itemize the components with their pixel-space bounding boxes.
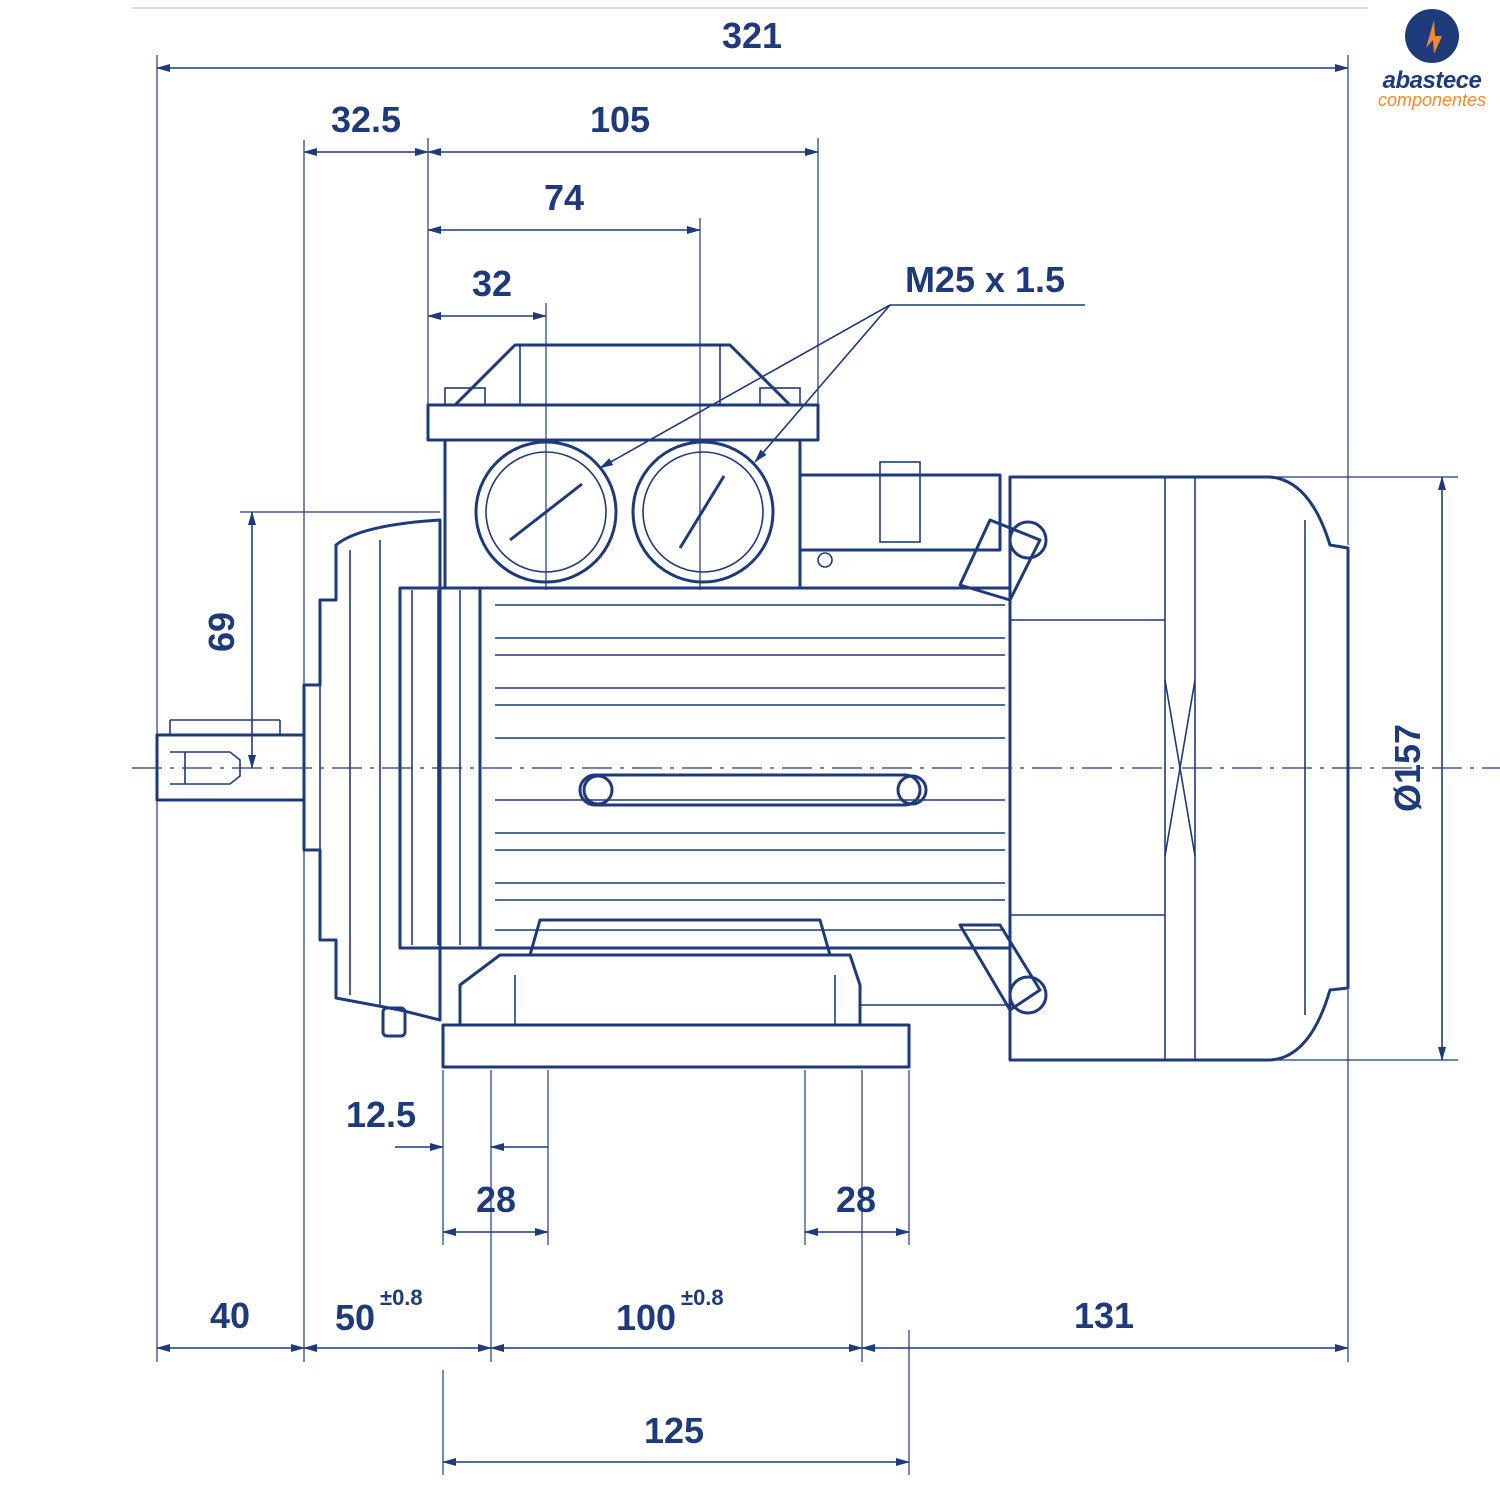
dim-box-length: 105 [590, 99, 650, 140]
front-end-shield [302, 518, 482, 1038]
dim-foot-left: 28 [476, 1179, 516, 1220]
dim-shoulder-tolerance: ±0.8 [380, 1285, 423, 1310]
terminal-box [426, 343, 1002, 590]
dim-foot-right: 28 [836, 1179, 876, 1220]
logo-subtitle: componentes [1377, 90, 1487, 110]
dimension-labels: 321 32.5 105 74 32 M25 x 1.5 69 Ø157 12.… [201, 15, 1428, 1451]
motor-feet [441, 918, 1010, 1069]
dim-gland-offset: 32 [472, 263, 512, 304]
motor-body [155, 343, 1350, 1069]
lightning-bolt-icon [1405, 9, 1459, 63]
dim-shaft-length: 40 [210, 1295, 250, 1336]
company-logo: abastece componentes [1368, 8, 1496, 112]
dim-shaft-to-box: 32.5 [331, 99, 401, 140]
dim-shoulder-to-hole: 50 [335, 1297, 375, 1338]
eye-bolts [958, 518, 1048, 1015]
extension-lines [156, 55, 1458, 1475]
dim-rear-length: 131 [1074, 1295, 1134, 1336]
dim-diameter: Ø157 [1387, 724, 1428, 812]
dim-hole-tolerance: ±0.8 [681, 1285, 724, 1310]
dim-thread: M25 x 1.5 [905, 259, 1065, 300]
dim-shaft-height: 69 [201, 612, 242, 652]
dim-overall-length: 321 [722, 15, 782, 56]
fan-cover [1008, 475, 1350, 1062]
logo-name: abastece [1382, 67, 1482, 94]
shaft [155, 719, 306, 802]
dim-hole-spacing: 100 [616, 1297, 676, 1338]
dim-gland-spacing: 74 [544, 177, 584, 218]
dim-foot-length: 125 [644, 1410, 704, 1451]
dim-foot-edge: 12.5 [346, 1094, 416, 1135]
